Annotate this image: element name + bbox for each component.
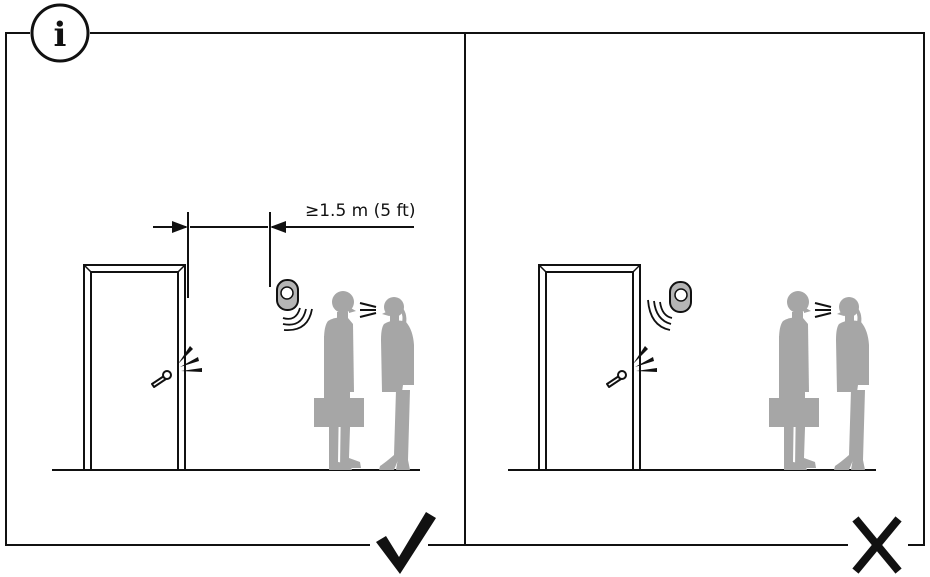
door-with-handle — [538, 264, 658, 471]
panel-incorrect — [508, 264, 876, 471]
info-letter: i — [54, 15, 67, 55]
distance-measurement: ≥1.5 m (5 ft) — [153, 201, 415, 298]
woman-speaking — [814, 296, 870, 471]
info-icon: i — [30, 3, 90, 63]
checkmark-icon — [376, 512, 436, 574]
camera-device-icon — [647, 281, 692, 331]
camera-device-icon — [276, 279, 313, 332]
door-with-handle — [83, 264, 203, 471]
distance-label: ≥1.5 m (5 ft) — [305, 201, 415, 221]
man-with-briefcase — [769, 291, 819, 470]
cross-icon — [852, 516, 902, 574]
woman-speaking — [359, 296, 415, 471]
panel-correct: ≥1.5 m (5 ft) — [52, 201, 420, 471]
frame-border — [5, 32, 370, 546]
man-with-briefcase — [314, 291, 364, 470]
